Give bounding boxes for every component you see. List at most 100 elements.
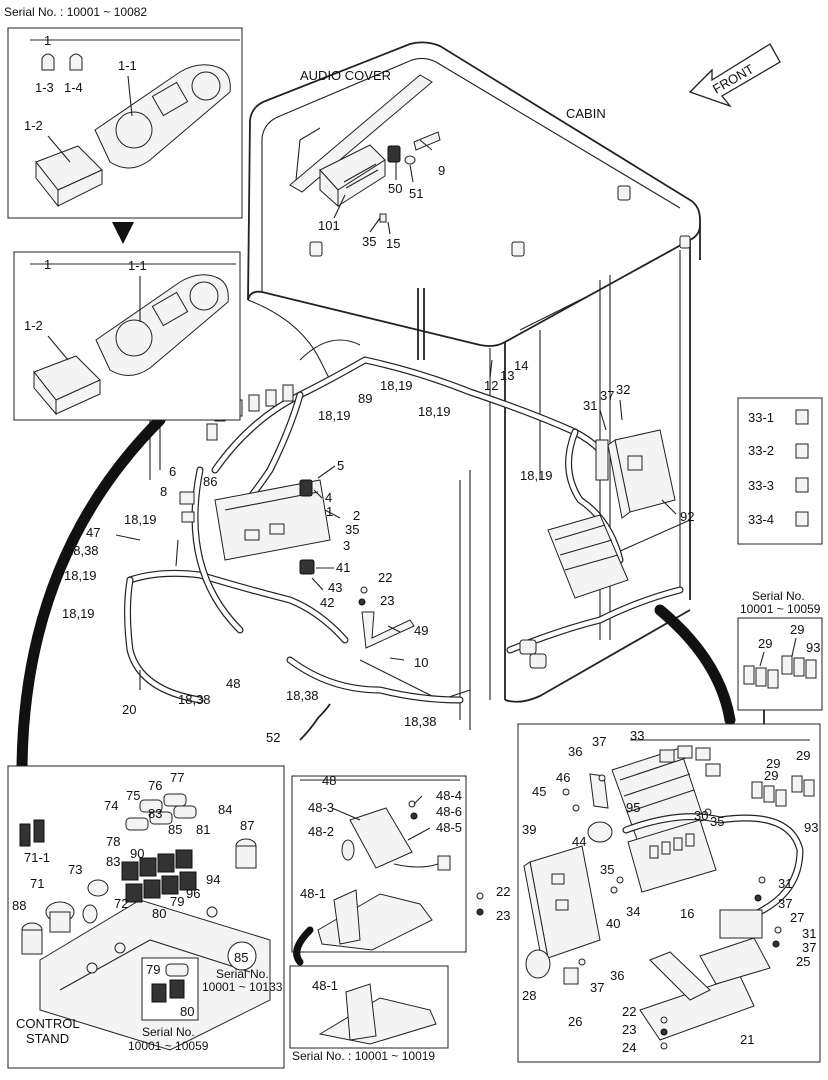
radio-unit (319, 131, 441, 223)
callout: 51 (409, 186, 423, 201)
callout: 33-4 (748, 512, 774, 527)
callout: 1 (326, 504, 333, 519)
callout: 48-1 (300, 886, 326, 901)
callout: 50 (388, 181, 402, 196)
callout: 52 (266, 730, 280, 745)
callout: 22 (378, 570, 392, 585)
callout: 85 (168, 822, 182, 837)
callout: 18,19 (418, 404, 451, 419)
leader-lines-main (115, 139, 677, 690)
callout: 20 (122, 702, 136, 717)
callout: 49 (414, 623, 428, 638)
callout: 28 (522, 988, 536, 1003)
serial-bottom: Serial No. : 10001 ~ 10019 (292, 1049, 435, 1063)
callout: 1-3 (35, 80, 54, 95)
callout: 1-1 (118, 58, 137, 73)
callout: 22 (496, 884, 510, 899)
callout: 29 (766, 756, 780, 771)
callout: 79 (170, 894, 184, 909)
callout: 33-3 (748, 478, 774, 493)
callout: 29 (764, 768, 778, 783)
callout: 5 (337, 458, 344, 473)
callout: 9 (438, 163, 445, 178)
callout: 31 (583, 398, 597, 413)
callout: 36 (568, 744, 582, 759)
callout: 44 (572, 834, 586, 849)
callout: 30 (694, 808, 708, 823)
callout: 80 (152, 906, 166, 921)
callout: 37 (590, 980, 604, 995)
control-stand-label-1: CONTROL (16, 1016, 80, 1031)
callout: 76 (148, 778, 162, 793)
callout: 48-2 (308, 824, 334, 839)
callout: 24 (622, 1040, 636, 1055)
inset-fusebox: 33 (517, 723, 821, 1063)
callout: 87 (240, 818, 254, 833)
inset-pedal-title: 48 (322, 773, 336, 788)
callout: 25 (796, 954, 810, 969)
callout: 23 (496, 908, 510, 923)
callout: 4 (325, 490, 332, 505)
relay-serial-range: 10001 ~ 10059 (740, 602, 821, 616)
callout: 35 (710, 814, 724, 829)
pedal-hardware: 22 23 (476, 884, 510, 923)
callout: 37 (778, 896, 792, 911)
callout: 95 (626, 800, 640, 815)
callout: 31 (778, 876, 792, 891)
wire-52 (299, 703, 331, 741)
callout: 35 (600, 862, 614, 877)
main-harness (124, 356, 684, 704)
callout: 32 (616, 382, 630, 397)
inset-relay-serial: Serial No. 10001 ~ 10059 29 29 93 (737, 589, 823, 711)
inset-fusebox-title: 33 (630, 728, 644, 743)
callout: 23 (380, 593, 394, 608)
callout: 72 (114, 896, 128, 911)
callout: 3 (343, 538, 350, 553)
callout: 31 (802, 926, 816, 941)
inset-gauge-mid: 1 1-1 1-2 (13, 251, 241, 421)
callout: 48-6 (436, 804, 462, 819)
callout: 18,19 (62, 606, 95, 621)
switch-serial-a-range: 10001 ~ 10133 (202, 980, 283, 994)
inset-pedal: 48 48-4 48-3 48-6 48-5 48-2 48-1 (291, 773, 467, 953)
callout: 37 (600, 388, 614, 403)
callout: 90 (130, 846, 144, 861)
callout: 48 (226, 676, 240, 691)
callout: 29 (790, 622, 804, 637)
callout: 78 (106, 834, 120, 849)
control-stand-label-2: STAND (26, 1031, 69, 1046)
callout: 18,38 (178, 692, 211, 707)
front-arrow: FRONT (688, 43, 781, 108)
callout: 93 (806, 640, 820, 655)
dash-panel (179, 479, 331, 575)
callout: 36 (610, 968, 624, 983)
callout: 1 (44, 33, 51, 48)
callout: 47 (86, 525, 100, 540)
callout: 73 (68, 862, 82, 877)
callout: 15 (386, 236, 400, 251)
callout: 22 (622, 1004, 636, 1019)
audio-cover-label: AUDIO COVER (300, 68, 391, 83)
switch-serial-a-label: Serial No. (216, 967, 269, 981)
callout: 75 (126, 788, 140, 803)
callout: 16 (680, 906, 694, 921)
callout: 74 (104, 798, 118, 813)
callout: 45 (532, 784, 546, 799)
callout: 37 (592, 734, 606, 749)
callout: 80 (180, 1004, 194, 1019)
callout: 83 (106, 854, 120, 869)
callout: 8 (160, 484, 167, 499)
cabin-label: CABIN (566, 106, 606, 121)
callout: 86 (203, 474, 217, 489)
callout: 18,19 (520, 468, 553, 483)
callout: 89 (358, 391, 372, 406)
callout: 84 (218, 802, 232, 817)
pointer-arc-right (654, 604, 736, 726)
callout: 93 (804, 820, 818, 835)
callout: 2 (353, 508, 360, 523)
switch-serial-b-label: Serial No. (142, 1025, 195, 1039)
callout: 92 (680, 509, 694, 524)
callout: 85 (234, 950, 248, 965)
callout: 1 (44, 257, 51, 272)
